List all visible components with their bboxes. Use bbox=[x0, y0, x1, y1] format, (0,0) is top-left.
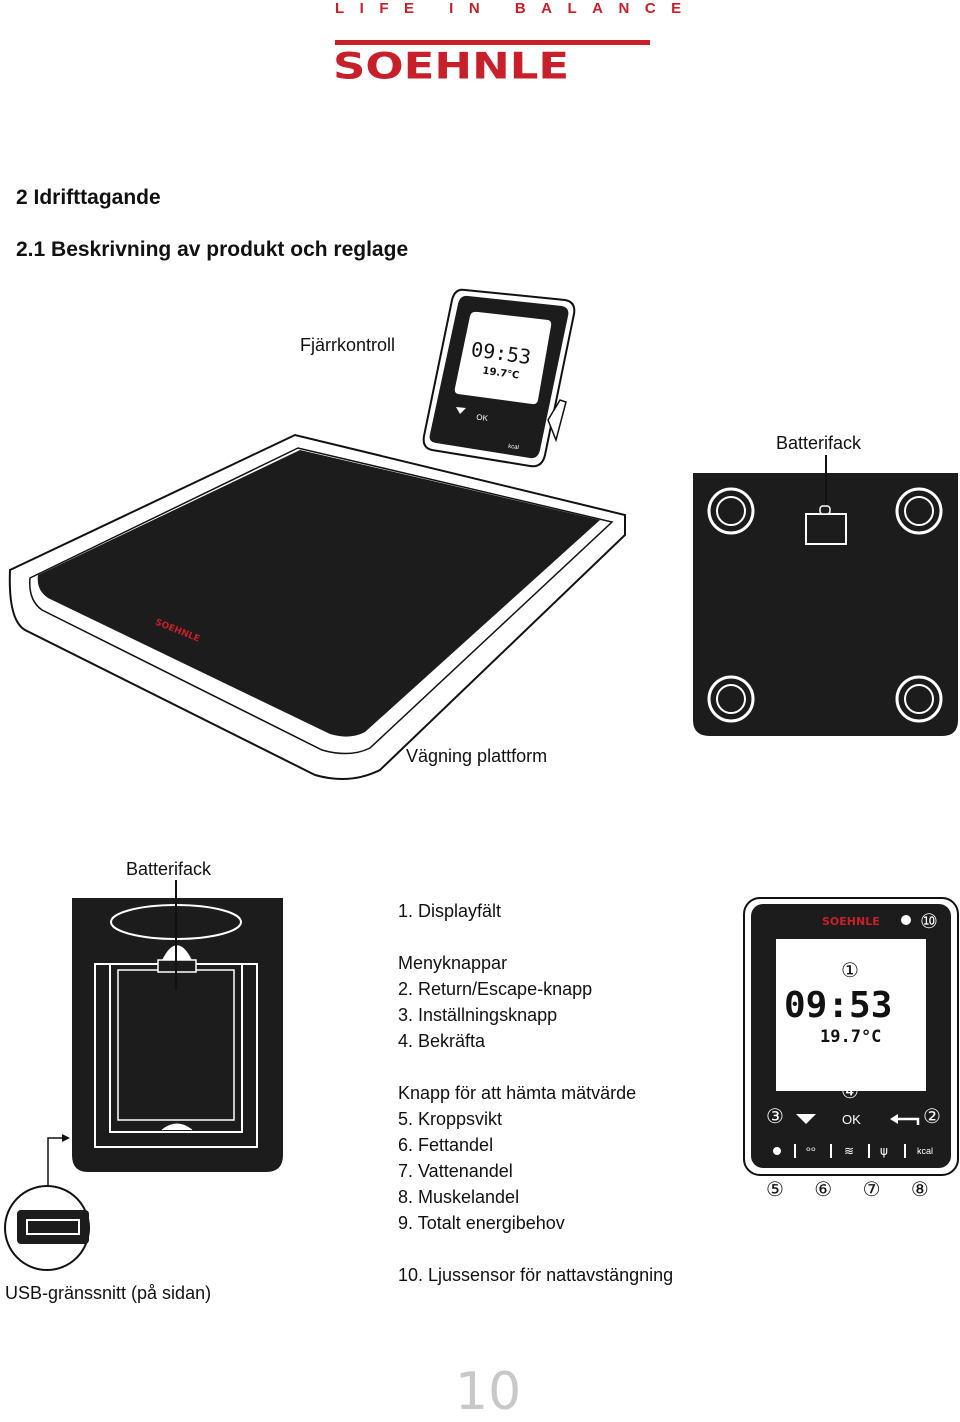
legend-item-9: 9. Totalt energibehov bbox=[398, 1213, 565, 1233]
brand-logo: SOEHNLE bbox=[333, 44, 570, 88]
legend-item-3: 3. Inställningsknapp bbox=[398, 1005, 558, 1025]
legend-item-2: 2. Return/Escape-knapp bbox=[398, 979, 593, 999]
legend-item-5: 5. Kroppsvikt bbox=[398, 1109, 503, 1129]
legend-item-1: 1. Displayfält bbox=[398, 901, 502, 921]
weighing-platform: SOEHNLE bbox=[8, 433, 626, 780]
water-icon: ≋ bbox=[844, 1144, 854, 1158]
section-title: 2 Idrifttagande bbox=[16, 186, 161, 209]
weight-icon bbox=[773, 1147, 781, 1155]
battery-label-bottom: Batterifack bbox=[126, 859, 212, 879]
remote-kcal: kcal bbox=[508, 444, 519, 451]
remote-ok: OK bbox=[476, 413, 489, 424]
detail-num-4: ④ bbox=[841, 1079, 859, 1103]
remote-control: 09:53 19.7°C OK kcal bbox=[422, 288, 576, 468]
legend-item-7: 7. Vattenandel bbox=[398, 1161, 513, 1181]
battery-label-top: Batterifack bbox=[776, 433, 862, 453]
platform-bottom-view bbox=[693, 455, 958, 736]
legend-item-6: 6. Fettandel bbox=[398, 1135, 494, 1155]
detail-num-2: ② bbox=[923, 1104, 941, 1128]
detail-kcal: kcal bbox=[917, 1146, 933, 1156]
muscle-icon: ψ bbox=[880, 1144, 888, 1158]
remote-label: Fjärrkontroll bbox=[300, 335, 396, 355]
page-number: 10 bbox=[455, 1362, 522, 1422]
legend-item-8: 8. Muskelandel bbox=[398, 1187, 520, 1207]
detail-temp: 19.7°C bbox=[820, 1027, 881, 1047]
platform-label: Vägning plattform bbox=[406, 746, 548, 766]
legend-item-10: 10. Ljussensor för nattavstängning bbox=[398, 1265, 674, 1285]
down-arrow-icon bbox=[796, 1114, 816, 1124]
legend-group-measure: Knapp för att hämta mätvärde bbox=[398, 1083, 637, 1103]
detail-num-3: ③ bbox=[766, 1104, 784, 1128]
usb-label: USB-gränssnitt (på sidan) bbox=[5, 1283, 212, 1303]
detail-num-10: ⑩ bbox=[920, 909, 938, 933]
legend-list: 1. Displayfält Menyknappar 2. Return/Esc… bbox=[398, 898, 673, 1288]
tagline: LIFE IN BALANCE bbox=[335, 0, 697, 17]
display-detail-illustration: SOEHNLE ⑩ ① 09:53 19.7°C ④ ③ OK ② ᵒᵒ ≋ ψ… bbox=[743, 897, 960, 1201]
function-icons: ᵒᵒ ≋ ψ bbox=[773, 1144, 906, 1158]
legend-group-menu: Menyknappar bbox=[398, 953, 508, 973]
detail-num-1: ① bbox=[841, 958, 859, 982]
product-illustration: SOEHNLE 09:53 19.7°C OK kcal bbox=[8, 288, 958, 780]
brand-bar bbox=[335, 40, 650, 45]
fat-icon: ᵒᵒ bbox=[806, 1144, 816, 1158]
detail-ok: OK bbox=[842, 1112, 861, 1127]
detail-bottom-nums: ⑤ ⑥ ⑦ ⑧ ⑨ bbox=[766, 1177, 960, 1201]
detail-time: 09:53 bbox=[784, 985, 892, 1026]
detail-brand: SOEHNLE bbox=[822, 915, 880, 928]
legend-item-4: 4. Bekräfta bbox=[398, 1031, 486, 1051]
section-subtitle: 2.1 Beskrivning av produkt och reglage bbox=[16, 238, 409, 261]
return-icon bbox=[892, 1117, 920, 1125]
remote-temp: 19.7°C bbox=[482, 366, 520, 382]
battery-compartment-illustration bbox=[4, 880, 283, 1271]
